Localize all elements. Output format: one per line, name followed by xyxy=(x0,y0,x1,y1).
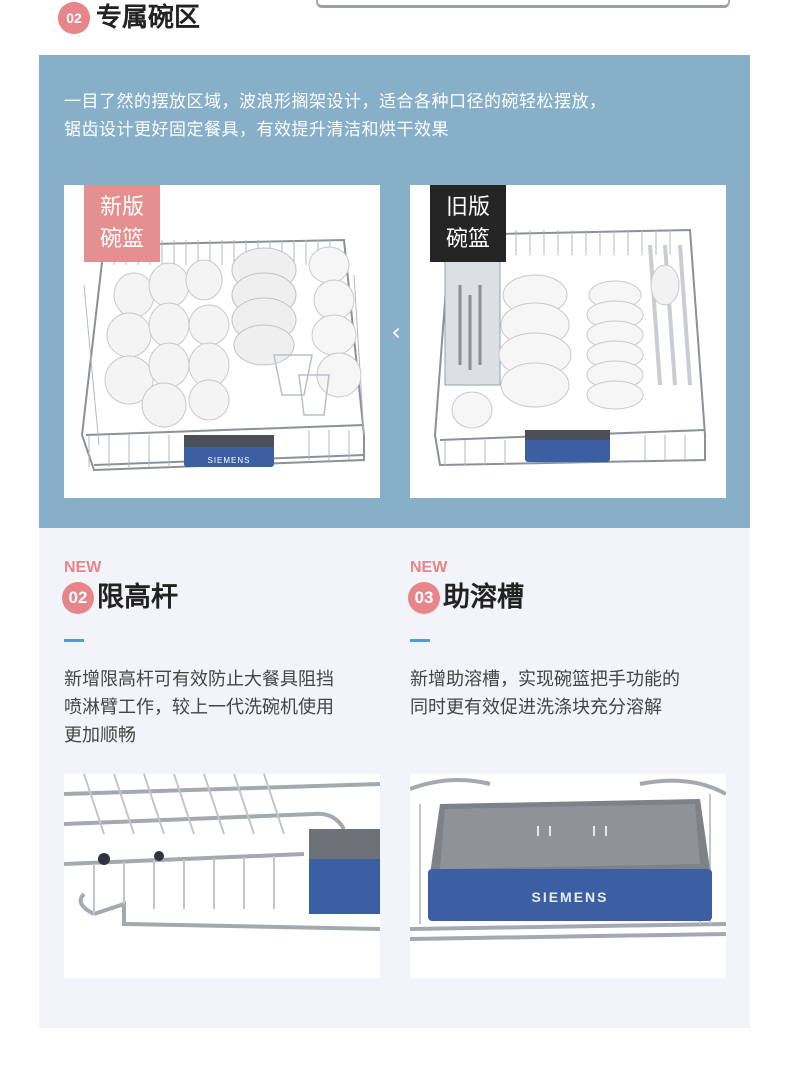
brand-logo-text: SIEMENS xyxy=(207,456,250,465)
description-line: 一目了然的摆放区域，波浪形搁架设计，适合各种口径的碗轻松摆放， xyxy=(64,92,607,112)
feature-description: 新增助溶槽，实现碗篮把手功能的 同时更有效促进洗涤块充分溶解 xyxy=(410,666,726,722)
new-basket-illustration: SIEMENS xyxy=(80,238,365,472)
old-basket-photo: 旧版 碗篮 xyxy=(410,185,726,498)
accent-divider xyxy=(410,639,430,642)
basket-comparison-section: 一目了然的摆放区域，波浪形搁架设计，适合各种口径的碗轻松摆放， 锯齿设计更好固定… xyxy=(39,55,750,528)
new-label: NEW xyxy=(410,559,448,576)
tag-line: 碗篮 xyxy=(99,226,144,252)
tag-line: 碗篮 xyxy=(445,226,490,252)
old-basket-illustration xyxy=(433,228,706,467)
feature-number-badge: 02 xyxy=(62,582,94,614)
accent-divider xyxy=(64,639,84,642)
feature-height-limit-bar: NEW 02 限高杆 新增限高杆可有效防止大餐具阻挡 喷淋臂工作，较上一代洗碗机… xyxy=(62,528,394,1028)
section-title: 专属碗区 xyxy=(96,3,201,33)
section-header-01: 01 专属碗区 02 xyxy=(58,0,778,40)
description-line: 喷淋臂工作，较上一代洗碗机使用 xyxy=(64,697,334,718)
description-line: 新增限高杆可有效防止大餐具阻挡 xyxy=(64,669,334,690)
brand-logo-text: SIEMENS xyxy=(531,889,608,905)
feature-detergent-trough: NEW 03 助溶槽 新增助溶槽，实现碗篮把手功能的 同时更有效促进洗涤块充分溶… xyxy=(408,528,740,1028)
feature-number-badge: 03 xyxy=(408,582,440,614)
tag-line: 旧版 xyxy=(445,194,490,220)
new-label: NEW xyxy=(64,559,102,576)
new-basket-tag: 新版 碗篮 xyxy=(84,185,160,262)
height-limit-bar-illustration xyxy=(64,774,380,931)
description-line: 新增助溶槽，实现碗篮把手功能的 xyxy=(410,669,680,690)
rack-image-top-edge xyxy=(316,0,730,8)
feature-title: 限高杆 xyxy=(97,582,178,613)
tag-line: 新版 xyxy=(99,194,144,220)
new-basket-photo: 新版 碗篮 xyxy=(64,185,380,498)
feature-section: NEW 02 限高杆 新增限高杆可有效防止大餐具阻挡 喷淋臂工作，较上一代洗碗机… xyxy=(39,528,750,1028)
description-line: 更加顺畅 xyxy=(64,725,136,746)
description-line: 同时更有效促进洗涤块充分溶解 xyxy=(410,697,662,718)
detergent-trough-photo: SIEMENS xyxy=(410,774,726,978)
old-basket-tag: 旧版 碗篮 xyxy=(430,185,506,262)
height-limit-bar-photo xyxy=(64,774,380,978)
description-line: 锯齿设计更好固定餐具，有效提升清洁和烘干效果 xyxy=(64,120,449,140)
feature-description: 新增限高杆可有效防止大餐具阻挡 喷淋臂工作，较上一代洗碗机使用 更加顺畅 xyxy=(64,666,380,750)
detergent-trough-illustration: SIEMENS xyxy=(410,778,726,941)
feature-title: 助溶槽 xyxy=(443,582,524,613)
chevron-left-icon[interactable]: ‹ xyxy=(391,318,401,346)
section-number-badge-peek: 02 xyxy=(58,2,90,34)
basket-description: 一目了然的摆放区域，波浪形搁架设计，适合各种口径的碗轻松摆放， 锯齿设计更好固定… xyxy=(64,88,724,144)
